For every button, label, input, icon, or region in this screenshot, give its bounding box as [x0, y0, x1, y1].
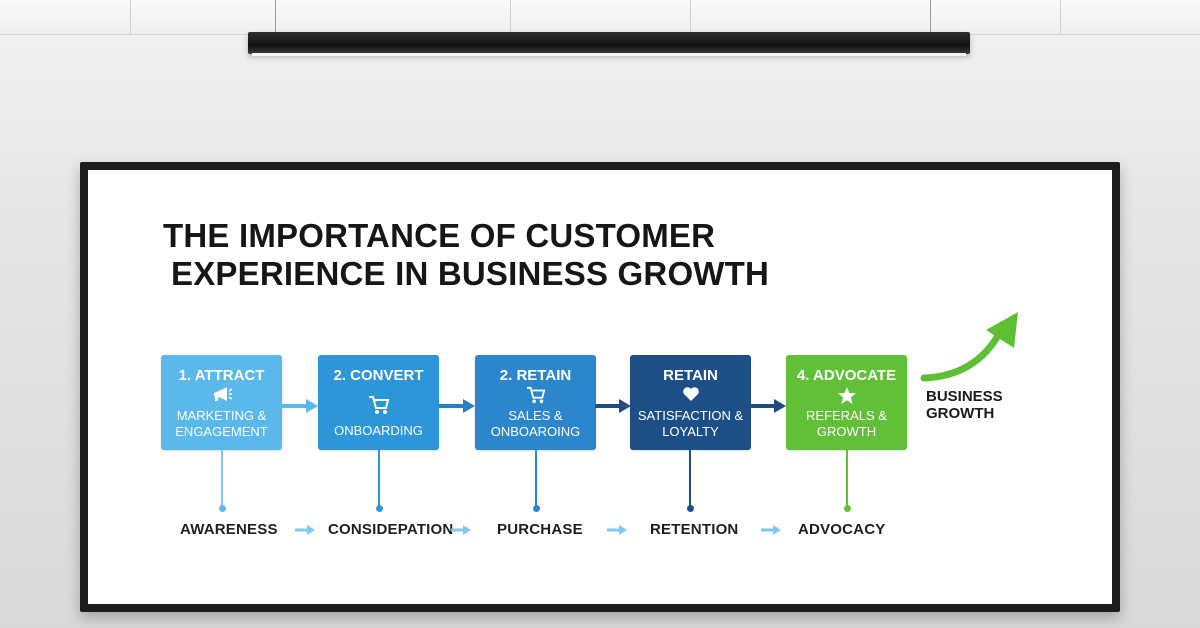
arrow-right-icon: [761, 525, 781, 535]
connector-dot: [687, 505, 694, 512]
ceiling-seam: [690, 0, 691, 34]
connector-dot: [376, 505, 383, 512]
connector-dot: [844, 505, 851, 512]
ceiling-seam: [1060, 0, 1061, 34]
star-icon: [786, 386, 907, 406]
growth-label-line-2: GROWTH: [926, 405, 995, 422]
step-title: 2. RETAIN: [499, 367, 572, 384]
heart-icon: [630, 386, 751, 406]
step-advocate: 4. ADVOCATE REFERALS & GROWTH: [786, 355, 907, 450]
cart-icon: [318, 395, 439, 415]
step-convert: 2. CONVERT ONBOARDING: [318, 355, 439, 450]
step-retain-loyalty: RETAIN SATISFACTION & LOYALTY: [630, 355, 751, 450]
arrow-right-icon: [451, 525, 471, 535]
step-title: 4. ADVOCATE: [796, 367, 897, 384]
growth-arrow-icon: [920, 312, 1018, 382]
ceiling: [0, 0, 1200, 35]
step-desc: SATISFACTION & LOYALTY: [637, 408, 744, 439]
arrow-right-icon: [607, 525, 627, 535]
arrow-right-icon: [750, 399, 786, 413]
step-attract: 1. ATTRACT MARKETING & ENGAGEMENT: [161, 355, 282, 450]
stage-label-advocacy: ADVOCACY: [798, 521, 886, 538]
connector-stem: [221, 450, 223, 508]
step-retain: 2. RETAIN SALES & ONBOAROING: [475, 355, 596, 450]
arrow-right-icon: [282, 399, 318, 413]
step-title: 1. ATTRACT: [178, 367, 265, 384]
step-title: 2. CONVERT: [333, 367, 424, 384]
arrow-right-icon: [439, 399, 475, 413]
step-title: RETAIN: [663, 367, 718, 384]
stage-label-retention: RETENTION: [650, 521, 739, 538]
connector-stem: [846, 450, 848, 508]
arrow-right-icon: [595, 399, 631, 413]
connector-stem: [535, 450, 537, 508]
arrow-right-icon: [295, 525, 315, 535]
stage-label-awareness: AWARENESS: [180, 521, 278, 538]
connector-stem: [378, 450, 380, 508]
step-desc: ONBOARDING: [334, 423, 423, 438]
step-desc: SALES & ONBOAROING: [490, 408, 581, 439]
connector-dot: [219, 505, 226, 512]
growth-label: BUSINESS GROWTH: [926, 388, 1003, 422]
stage-label-purchase: PURCHASE: [497, 521, 583, 538]
step-desc: REFERALS & GROWTH: [806, 408, 887, 439]
ceiling-light: [248, 32, 970, 56]
connector-dot: [533, 505, 540, 512]
connector-stem: [689, 450, 691, 508]
cart-icon: [475, 386, 596, 406]
ceiling-seam: [510, 0, 511, 34]
megaphone-icon: [161, 386, 282, 406]
step-desc: MARKETING & ENGAGEMENT: [175, 408, 268, 439]
title-line-1: THE IMPORTANCE OF CUSTOMER: [163, 217, 716, 254]
growth-label-line-1: BUSINESS: [926, 388, 1003, 405]
stage-label-consideration: CONSIDEPATION: [328, 521, 454, 538]
title-line-2: EXPERIENCE IN BUSINESS GROWTH: [171, 255, 770, 292]
page-title: THE IMPORTANCE OF CUSTOMER EXPERIENCE IN…: [163, 217, 883, 293]
ceiling-seam: [130, 0, 131, 34]
light-wire: [275, 0, 276, 34]
light-wire: [930, 0, 931, 34]
